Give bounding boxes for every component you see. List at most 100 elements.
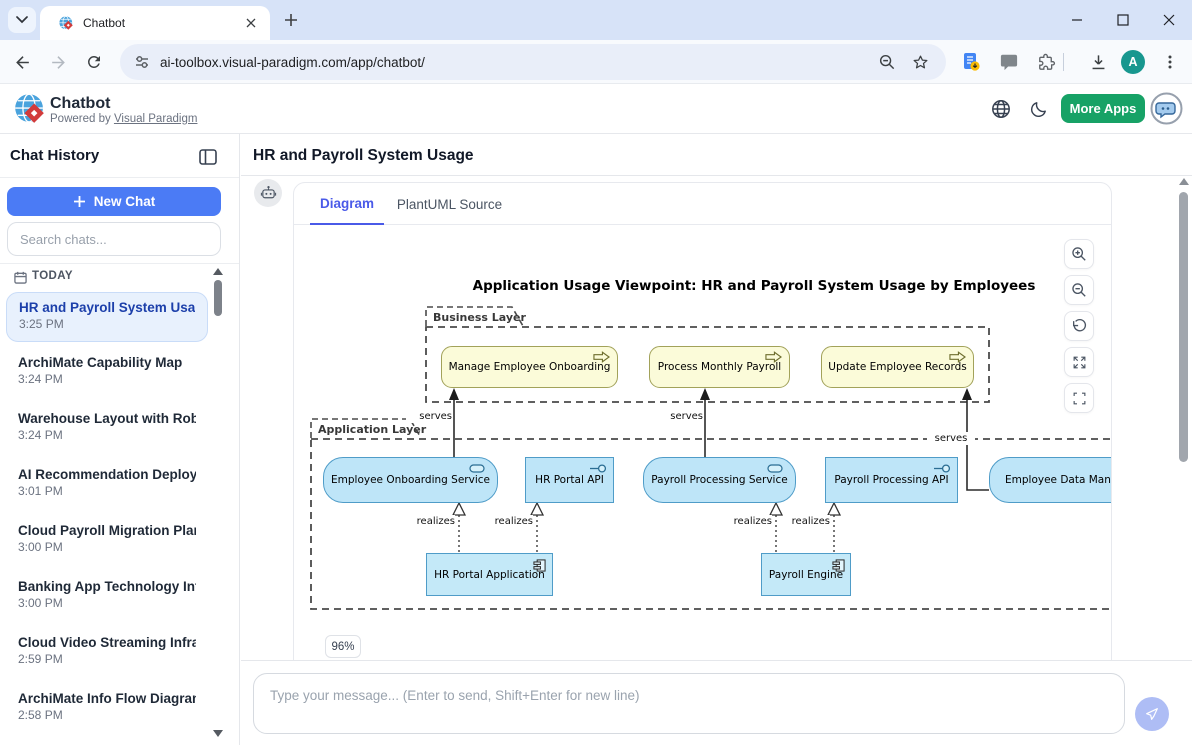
chat-item[interactable]: ArchiMate Info Flow Diagram 2:58 PM [6,684,208,734]
application-service-icon [767,464,783,473]
chat-time: 3:00 PM [18,540,63,554]
more-apps-button[interactable]: More Apps [1061,94,1145,123]
chat-title: Cloud Payroll Migration Plan [18,523,196,538]
chat-time: 3:25 PM [19,317,64,331]
expand-button[interactable] [1064,347,1094,377]
tab-title: Chatbot [83,16,126,30]
back-button[interactable] [12,52,32,72]
sidebar-scrollbar-thumb[interactable] [214,280,222,316]
node-payroll-processing-api: Payroll Processing API [825,457,958,503]
send-button[interactable] [1135,697,1169,731]
serves-label: serves [927,432,975,445]
comment-icon[interactable] [998,51,1020,73]
tab-search-button[interactable] [8,7,36,33]
new-tab-button[interactable] [282,11,300,29]
browser-titlebar: Chatbot [0,0,1192,40]
url-text[interactable]: ai-toolbox.visual-paradigm.com/app/chatb… [160,54,425,70]
chat-item[interactable]: ArchiMate Capability Map 3:24 PM [6,348,208,398]
node-label: HR Portal Application [434,568,545,581]
tab-plantuml-source[interactable]: PlantUML Source [396,196,503,212]
address-bar[interactable]: ai-toolbox.visual-paradigm.com/app/chatb… [120,44,946,80]
chat-item[interactable]: Banking App Technology Int... 3:00 PM [6,572,208,622]
sidebar-scroll-down[interactable] [213,730,223,737]
chat-content: Diagram PlantUML Source [241,176,1192,660]
page-scrollbar[interactable] [1177,176,1191,662]
node-label: Process Monthly Payroll [657,361,782,373]
chat-widget-icon[interactable] [1150,92,1183,125]
realizes-label: realizes [488,515,533,528]
visual-paradigm-link[interactable]: Visual Paradigm [113,113,198,125]
page-scroll-up[interactable] [1179,178,1189,185]
downloads-icon[interactable] [1087,51,1109,73]
component-icon [533,559,546,572]
chat-item[interactable]: Cloud Video Streaming Infra... 2:59 PM [6,628,208,678]
expand-icon [1073,356,1085,368]
zoom-in-button[interactable] [1064,239,1094,269]
node-hr-portal-api: HR Portal API [525,457,614,503]
message-input[interactable] [253,673,1125,734]
browser-tab[interactable]: Chatbot [40,6,270,40]
sidebar-scroll-up[interactable] [213,268,223,275]
realizes-label: realizes [410,515,455,528]
diagram-viewport[interactable]: Application Usage Viewpoint: HR and Payr… [294,225,1111,660]
powered-by: Powered by Visual Paradigm [50,113,197,125]
profile-avatar[interactable]: A [1121,50,1145,74]
tab-diagram[interactable]: Diagram [310,183,384,225]
plus-icon [73,196,85,207]
browser-menu-icon[interactable] [1159,51,1181,73]
node-payroll-processing-service: Payroll Processing Service [643,457,796,503]
forward-button[interactable] [48,52,68,72]
node-employee-data-management: Employee Data Manag [989,457,1111,503]
chat-title: ArchiMate Info Flow Diagram [18,691,196,706]
chat-item[interactable]: Warehouse Layout with Rob... 3:24 PM [6,404,208,454]
chat-item-selected[interactable]: HR and Payroll System Usage 3:25 PM [6,292,208,342]
chat-title: AI Recommendation Deploy... [18,467,196,482]
chevron-down-icon [16,16,28,24]
business-process-icon [593,351,610,363]
diagram-connectors [310,306,1111,610]
new-chat-button[interactable]: New Chat [7,187,221,216]
chat-title: Banking App Technology Int... [18,579,196,594]
chat-item[interactable]: Cloud Payroll Migration Plan 3:00 PM [6,516,208,566]
node-label: Manage Employee Onboarding [448,361,611,373]
tabs-row: Diagram PlantUML Source [294,183,1111,225]
zoom-page-icon[interactable] [878,53,897,72]
toolbar-divider [1063,53,1064,71]
node-employee-onboarding-service: Employee Onboarding Service [323,457,498,503]
language-globe-icon[interactable] [990,98,1012,120]
maximize-button[interactable] [1100,0,1146,40]
chat-time: 2:59 PM [18,652,63,666]
docs-extension-icon[interactable] [960,51,982,73]
main-panel: HR and Payroll System Usage Diagram Plan… [241,134,1192,745]
chat-time: 2:58 PM [18,708,63,722]
collapse-sidebar-icon[interactable] [197,146,219,168]
node-hr-portal-application: HR Portal Application [426,553,553,596]
zoom-out-button[interactable] [1064,275,1094,305]
app-header: Chatbot Powered by Visual Paradigm [0,84,1192,134]
new-chat-label: New Chat [93,194,156,209]
reset-view-button[interactable] [1064,311,1094,341]
tab-close-icon[interactable] [244,16,258,30]
site-settings-icon[interactable] [134,54,150,70]
fullscreen-button[interactable] [1064,383,1094,413]
zoom-level-badge: 96% [325,635,361,658]
extensions-puzzle-icon[interactable] [1035,51,1057,73]
bookmark-star-icon[interactable] [911,53,930,72]
component-icon [832,559,845,572]
application-interface-icon [590,464,607,473]
reload-button[interactable] [84,52,104,72]
node-manage-employee-onboarding: Manage Employee Onboarding [441,346,618,388]
zoom-out-icon [1072,283,1086,297]
search-input[interactable] [7,222,221,256]
chat-time: 3:24 PM [18,372,63,386]
chat-time: 3:01 PM [18,484,63,498]
page-scrollbar-thumb[interactable] [1179,192,1188,462]
application-interface-icon [934,464,951,473]
chat-item[interactable]: AI Recommendation Deploy... 3:01 PM [6,460,208,510]
bot-avatar [254,179,282,207]
minimize-button[interactable] [1054,0,1100,40]
application-layer-label: Application Layer [318,423,427,436]
close-button[interactable] [1146,0,1192,40]
dark-mode-moon-icon[interactable] [1027,98,1049,120]
